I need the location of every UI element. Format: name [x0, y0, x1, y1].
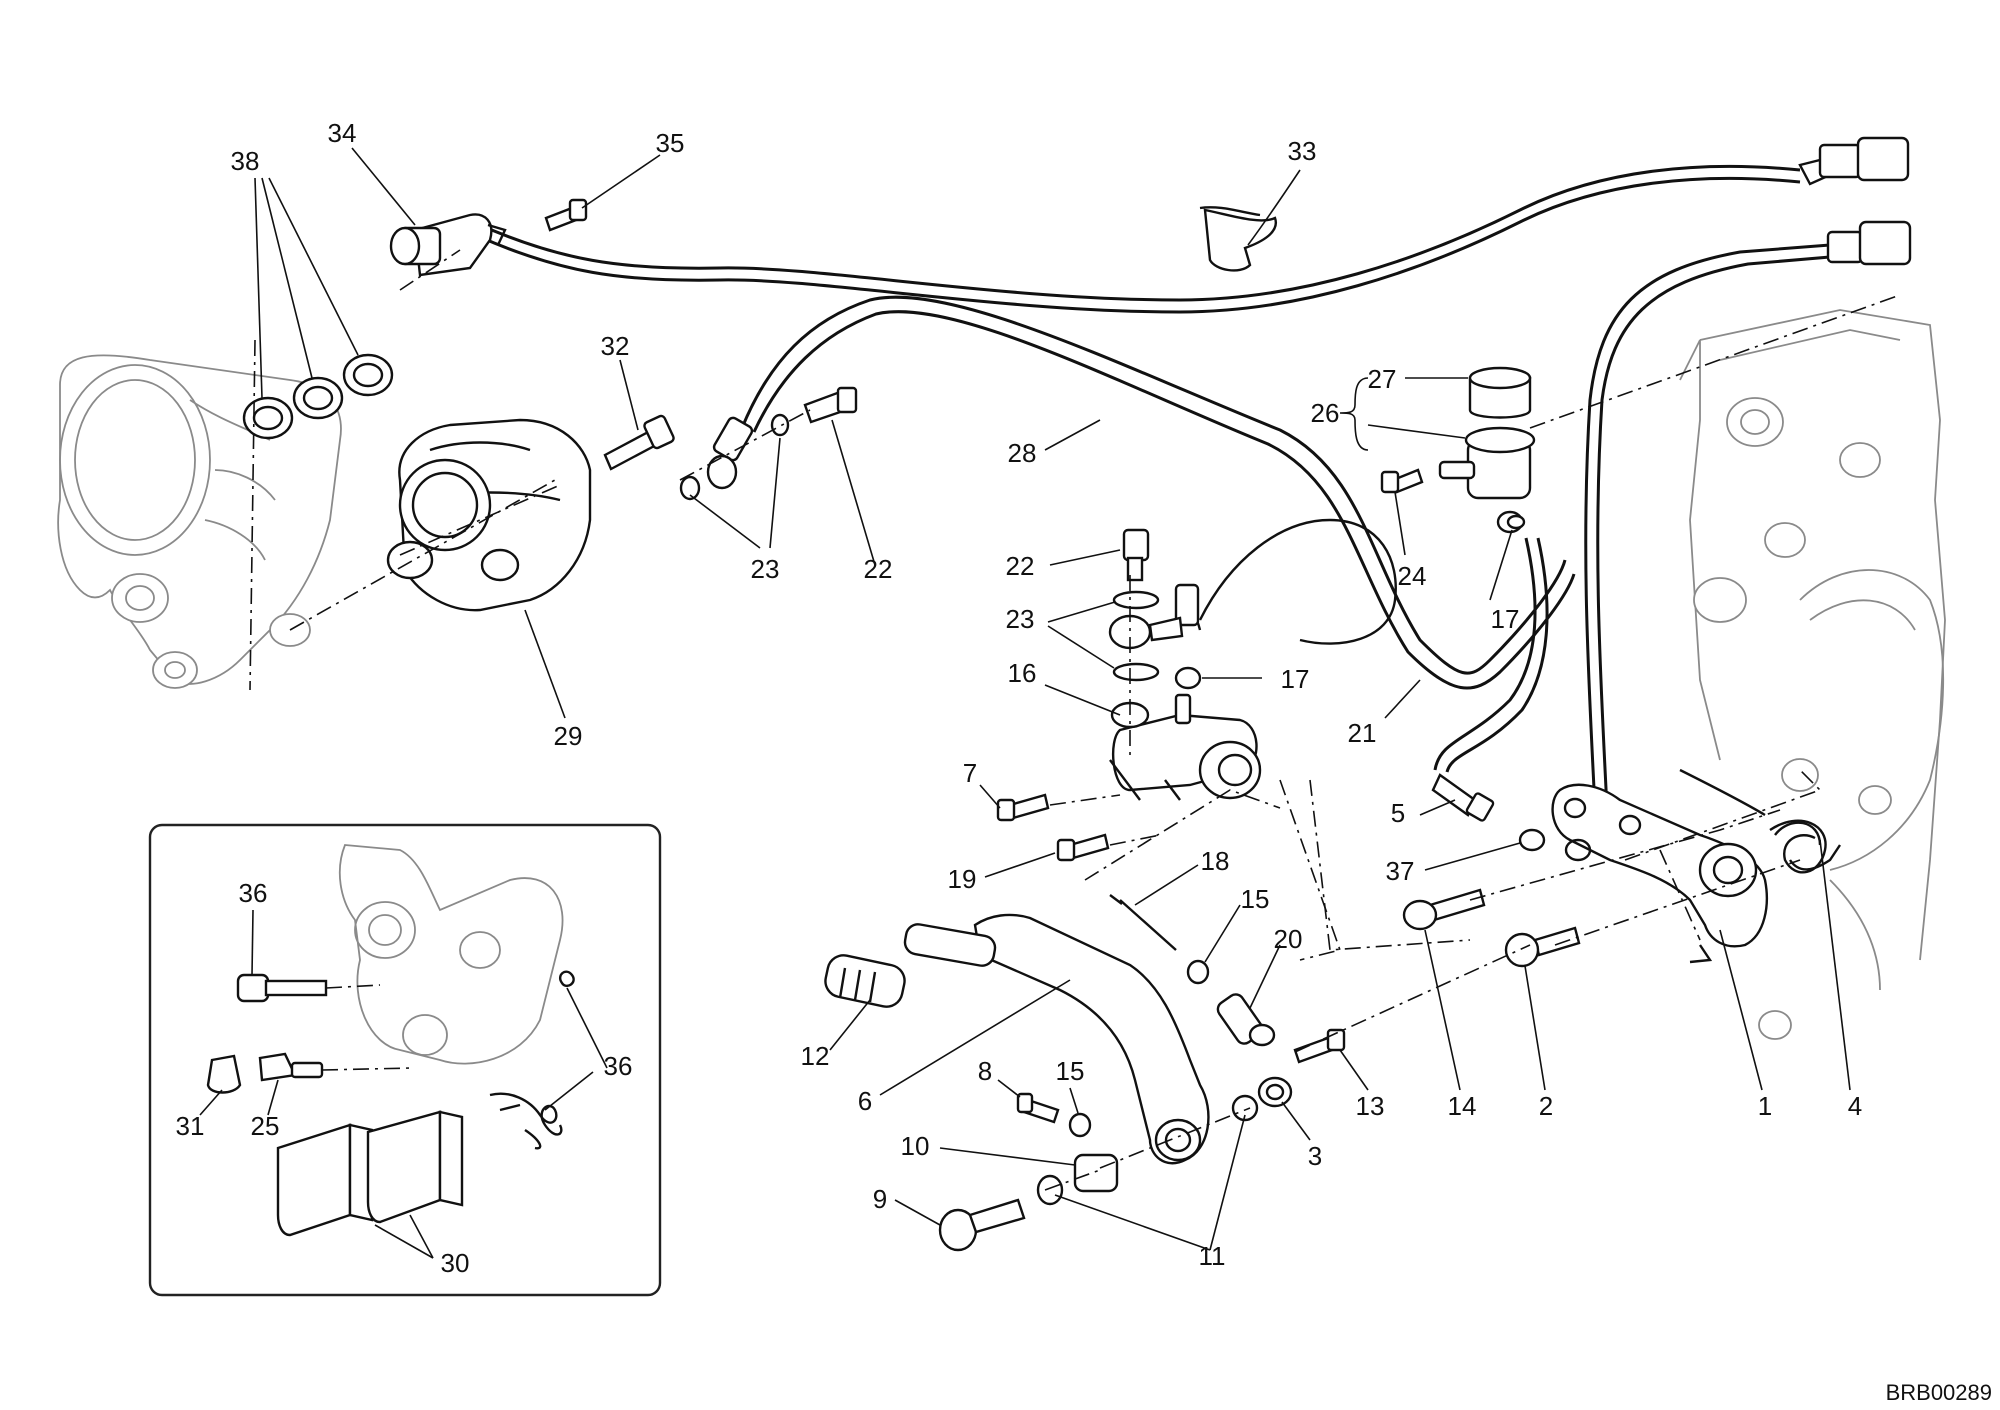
callout-6: 6 — [858, 1086, 872, 1116]
callout-17-master: 17 — [1281, 664, 1310, 694]
bolt-7 — [996, 793, 1050, 822]
screw-24 — [1380, 468, 1424, 494]
brake-hose-28 — [740, 295, 1576, 690]
banjo-fitting-23 — [1108, 590, 1184, 682]
callout-20: 20 — [1274, 924, 1303, 954]
callout-33: 33 — [1288, 136, 1317, 166]
drawing-code: BRB00289 — [1886, 1380, 1992, 1405]
brake-caliper-29 — [386, 418, 592, 612]
callout-22-master: 22 — [1006, 551, 1035, 581]
screw-35 — [544, 198, 588, 232]
callout-26: 26 — [1311, 398, 1340, 428]
callout-36-inset-top: 36 — [239, 878, 268, 908]
nut-15-lower — [1068, 1112, 1092, 1138]
bolt-22-master — [1122, 528, 1150, 582]
pivot-bolt-9 — [938, 1198, 1026, 1252]
callout-13: 13 — [1356, 1091, 1385, 1121]
callout-23-top: 23 — [751, 554, 780, 584]
callout-9: 9 — [873, 1184, 887, 1214]
callout-38: 38 — [231, 146, 260, 176]
callout-22-top: 22 — [864, 554, 893, 584]
callout-12: 12 — [801, 1041, 830, 1071]
bushing-10 — [1036, 1153, 1119, 1206]
callout-17-reservoir: 17 — [1491, 604, 1520, 634]
callout-16: 16 — [1008, 658, 1037, 688]
callout-14: 14 — [1448, 1091, 1477, 1121]
callout-35: 35 — [656, 128, 685, 158]
hose-clamp-17 — [1174, 514, 1526, 690]
return-spring-4 — [1679, 768, 1841, 874]
callout-24: 24 — [1398, 561, 1427, 591]
bolt-13 — [1293, 1028, 1346, 1064]
engine-case-ghost — [1679, 309, 1946, 1040]
assembly-lines — [249, 249, 1901, 1191]
clevis-20 — [1216, 993, 1276, 1047]
sensor-cable-lower — [1584, 220, 1912, 831]
callout-37: 37 — [1386, 856, 1415, 886]
callout-29: 29 — [554, 721, 583, 751]
hose-fitting-5 — [1431, 773, 1495, 822]
speed-sensor-34 — [389, 213, 507, 277]
callout-7: 7 — [963, 758, 977, 788]
bracket-1 — [1551, 783, 1768, 964]
callout-19: 19 — [948, 864, 977, 894]
bolt-32 — [603, 414, 675, 471]
callout-31: 31 — [176, 1111, 205, 1141]
callout-32: 32 — [601, 331, 630, 361]
callout-3: 3 — [1308, 1141, 1322, 1171]
callout-21: 21 — [1348, 718, 1377, 748]
callout-4: 4 — [1848, 1091, 1862, 1121]
leader-lines — [199, 147, 1851, 1259]
callout-18: 18 — [1201, 846, 1230, 876]
washer-3 — [1231, 1076, 1293, 1122]
callout-labels: 38 34 35 33 32 28 27 26 23 22 22 24 23 1… — [176, 118, 1863, 1278]
bolt-19 — [1056, 833, 1110, 862]
callout-15-lower: 15 — [1056, 1056, 1085, 1086]
callout-11: 11 — [1199, 1241, 1226, 1271]
washer-37 — [1518, 828, 1546, 852]
brake-hose-21 — [1433, 537, 1549, 773]
nut-15-upper — [1186, 959, 1210, 985]
hose-banjo-fitting — [679, 386, 858, 501]
callout-15-upper: 15 — [1241, 884, 1270, 914]
callout-23-master: 23 — [1006, 604, 1035, 634]
callout-27: 27 — [1368, 364, 1397, 394]
callout-34: 34 — [328, 118, 357, 148]
bolt-14 — [1402, 888, 1486, 931]
callout-25: 25 — [251, 1111, 280, 1141]
sensor-cable-upper — [479, 136, 1910, 314]
pushrod-18 — [1109, 894, 1177, 951]
callout-28: 28 — [1008, 438, 1037, 468]
pedal-rubber-12 — [824, 954, 906, 1008]
callout-36-inset-right: 36 — [604, 1051, 633, 1081]
callout-10: 10 — [901, 1131, 930, 1161]
brake-pedal-6 — [903, 913, 1210, 1165]
inset-detail-box — [148, 823, 662, 1297]
fluid-reservoir-26 — [1438, 426, 1536, 534]
cable-clip-33 — [1199, 206, 1278, 272]
callout-5: 5 — [1391, 798, 1405, 828]
callout-2: 2 — [1539, 1091, 1553, 1121]
callout-1: 1 — [1758, 1091, 1772, 1121]
callout-8: 8 — [978, 1056, 992, 1086]
bolt-8 — [1016, 1092, 1060, 1124]
master-cylinder-16 — [1109, 693, 1262, 801]
bolt-2 — [1504, 926, 1581, 968]
reservoir-cap-27 — [1468, 366, 1532, 419]
callout-30: 30 — [441, 1248, 470, 1278]
seal-rings-38 — [242, 353, 394, 440]
